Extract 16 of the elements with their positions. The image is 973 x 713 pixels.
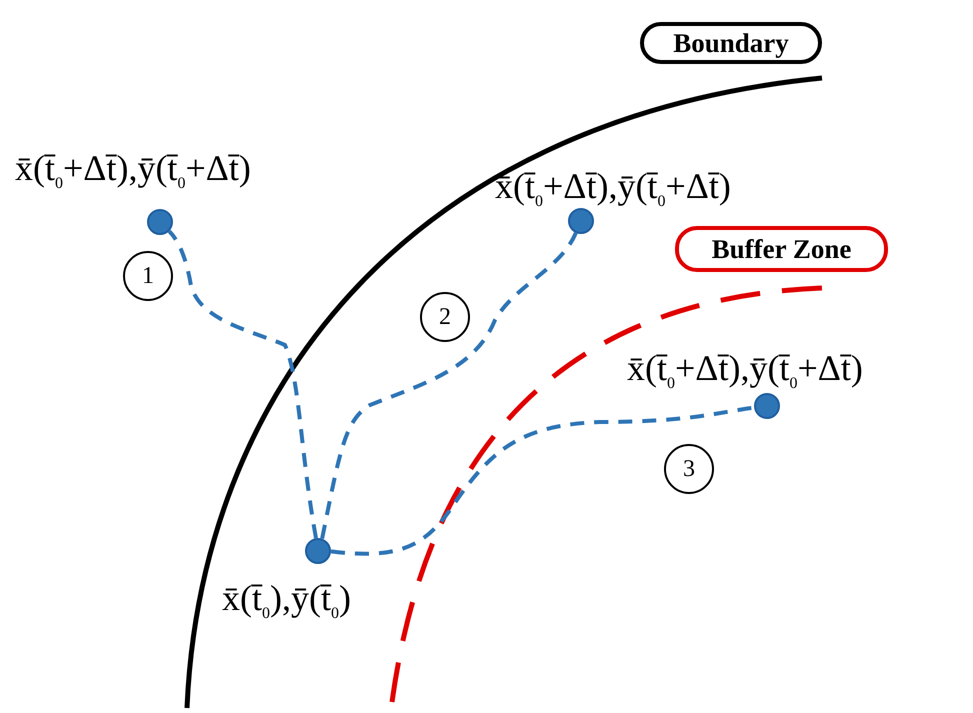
boundary-label: Boundary: [640, 22, 822, 64]
coordinate-label: x̄(t̄$_{0}$+Δt̄),ȳ(t̄$_{0}$+Δt̄): [495, 168, 731, 210]
buffer-zone-label: Buffer Zone: [675, 226, 888, 272]
point-dot: [305, 538, 331, 564]
coordinate-label: x̄(t̄$_{0}$+Δt̄),ȳ(t̄$_{0}$+Δt̄): [627, 350, 863, 392]
point-dot: [568, 208, 594, 234]
callout-number: 1: [123, 251, 173, 301]
point-dot: [754, 393, 780, 419]
dashed-path: [330, 406, 754, 556]
callout-number: 3: [664, 444, 714, 494]
coordinate-label: x̄(t̄$_{0}$),ȳ(t̄$_{0}$): [222, 580, 351, 622]
coordinate-label: x̄(t̄$_{0}$+Δt̄),ȳ(t̄$_{0}$+Δt̄): [15, 150, 251, 192]
callout-number: 2: [420, 292, 470, 342]
dashed-path: [320, 232, 578, 540]
point-dot: [147, 209, 173, 235]
dashed-path: [168, 230, 318, 538]
